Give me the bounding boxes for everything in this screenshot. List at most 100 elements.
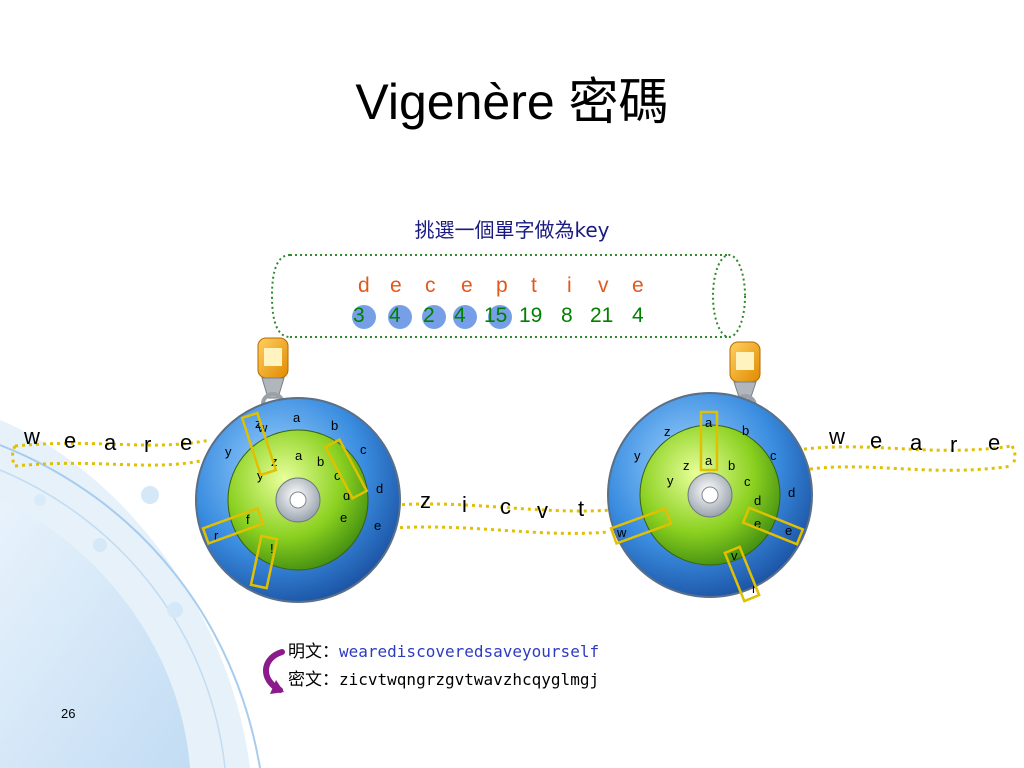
- wheel-letter: a: [295, 448, 303, 463]
- key-highlight: [352, 305, 376, 329]
- key-highlight: [388, 305, 412, 329]
- left-pushpin-icon: [257, 337, 289, 416]
- key-letter: p: [496, 274, 508, 297]
- key-tube: [270, 254, 746, 338]
- key-number: 21: [590, 304, 614, 327]
- slide-subtitle: 挑選一個單字做為key: [0, 214, 1024, 243]
- key-number: 15: [484, 304, 508, 327]
- key-highlight: [422, 305, 446, 329]
- curved-arrow-icon: [263, 649, 285, 694]
- plain-letter: w: [24, 424, 40, 449]
- plain-letter: e: [180, 430, 193, 455]
- wheel-letter: b: [331, 418, 338, 433]
- slide-title: Vigenère 密碼: [355, 74, 669, 130]
- selector-box: [723, 545, 761, 603]
- key-letter: e: [390, 274, 402, 297]
- wheel-letter: f: [246, 512, 250, 527]
- page-number: 26: [61, 706, 76, 721]
- wheel-letter: d: [376, 481, 383, 496]
- wheel-letter: d: [754, 493, 761, 508]
- key-number: 3: [353, 304, 365, 327]
- right-cipher-wheel: a b c d e y z w r v y z a b c d e: [607, 341, 813, 603]
- cipher-letter: i: [462, 492, 467, 517]
- subtitle-prefix: 挑選一個單字做為: [414, 218, 575, 242]
- plain-letter: e: [870, 428, 883, 453]
- key-number: 19: [519, 304, 543, 327]
- left-cipher-wheel: a b c d e y z w r f ! y z a b c d e: [195, 337, 401, 603]
- wheel-letter: a: [293, 410, 301, 425]
- wheel-letter: e: [785, 523, 792, 538]
- wheel-letter: z: [664, 424, 671, 439]
- selector-box: [323, 437, 369, 501]
- key-letter: e: [632, 274, 644, 297]
- cipher-letter: c: [500, 494, 511, 519]
- wheel-letter: r: [752, 581, 757, 596]
- key-letter: t: [531, 274, 537, 297]
- key-number: 4: [454, 304, 466, 327]
- key-letter: e: [461, 274, 473, 297]
- wheel-letter: a: [705, 415, 713, 430]
- key-letter: d: [358, 274, 370, 297]
- plain-letter: e: [64, 428, 77, 453]
- wheel-letter: y: [634, 448, 641, 463]
- plain-letter: r: [950, 432, 958, 457]
- right-pushpin-icon: [729, 341, 761, 418]
- plain-letter: w: [829, 424, 845, 449]
- key-number: 4: [632, 304, 644, 327]
- selector-box: [249, 534, 279, 590]
- selector-box: [201, 506, 265, 546]
- key-number: 8: [561, 304, 573, 327]
- wheel-letter: e: [754, 516, 761, 531]
- wheel-letter: v: [731, 548, 738, 563]
- wheel-letter: b: [728, 458, 735, 473]
- cipher-letter: t: [578, 496, 585, 521]
- subtitle-key: key: [574, 218, 610, 242]
- key-highlight: [453, 305, 477, 329]
- wheel-letter: c: [770, 448, 777, 463]
- legend: 明文：wearediscoveredsaveyourself 密文：zicvtw…: [288, 638, 599, 694]
- plaintext-row: 明文：wearediscoveredsaveyourself: [288, 638, 599, 666]
- plain-letter: a: [910, 430, 923, 455]
- plaintext-value: wearediscoveredsaveyourself: [339, 642, 600, 661]
- wheel-letter: !: [270, 541, 274, 556]
- wheel-letter: y: [225, 444, 232, 459]
- plaintext-label: 明文：: [288, 642, 339, 662]
- selector-box: [699, 410, 719, 472]
- key-number: 4: [389, 304, 401, 327]
- wheel-letter: y: [667, 473, 674, 488]
- selector-box: [240, 411, 278, 477]
- wheel-letter: b: [317, 454, 324, 469]
- plain-letter: a: [104, 430, 117, 455]
- ciphertext-row: 密文：zicvtwqngrzgvtwavzhcqyglmgj: [288, 666, 599, 694]
- cipher-strip: [392, 502, 613, 535]
- right-plaintext-strip: [796, 444, 1017, 472]
- wheel-letter: z: [255, 416, 262, 431]
- key-highlights: [352, 305, 512, 329]
- key-letter: v: [598, 274, 609, 297]
- wheel-letter: d: [343, 488, 350, 503]
- wheel-letter: r: [214, 528, 219, 543]
- key-highlight: [488, 305, 512, 329]
- wheel-letter: e: [374, 518, 381, 533]
- wheel-letter: a: [705, 453, 713, 468]
- wheel-letter: c: [744, 474, 751, 489]
- wheel-letter: e: [340, 510, 347, 525]
- key-letter: i: [567, 274, 572, 297]
- key-letter: c: [425, 274, 436, 297]
- plain-letter: r: [144, 432, 152, 457]
- key-number: 2: [423, 304, 435, 327]
- plain-letter: e: [988, 430, 1001, 455]
- wheel-letter: c: [360, 442, 367, 457]
- selector-box: [609, 506, 673, 546]
- ciphertext-label: 密文：: [288, 670, 339, 690]
- cipher-letter: z: [420, 488, 431, 513]
- wheel-letter: b: [742, 423, 749, 438]
- cipher-letter: v: [537, 498, 548, 523]
- wheel-letter: d: [788, 485, 795, 500]
- ciphertext-value: zicvtwqngrzgvtwavzhcqyglmgj: [339, 670, 600, 689]
- wheel-letter: z: [683, 458, 690, 473]
- wheel-letter: c: [334, 468, 341, 483]
- selector-box: [741, 506, 805, 546]
